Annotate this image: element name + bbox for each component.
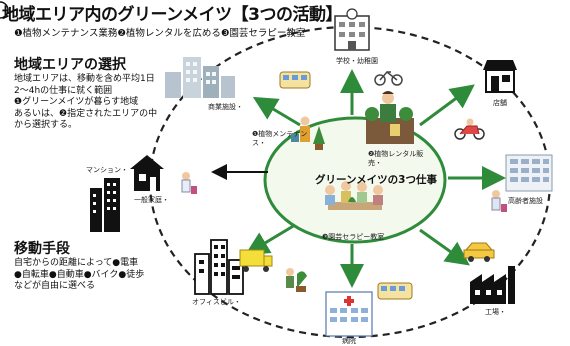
- commercial-building-icon: [165, 57, 235, 98]
- maintenance-icon: [291, 116, 325, 150]
- train-icon-bottom: [377, 282, 413, 300]
- transport-body: 自宅からの距離によって●電車 ●自転車●自動車●バイク●徒歩 などが自由に選べる: [14, 258, 145, 291]
- school-icon: [334, 8, 370, 51]
- factory-label: 工場・: [485, 308, 506, 316]
- activity-3-label: ❸園芸セラピー教室: [322, 233, 385, 241]
- house-icon: [130, 155, 164, 191]
- commercial-label: 商業施設・: [208, 103, 243, 111]
- mansion-label: マンション・: [86, 166, 128, 174]
- factory-icon: [470, 266, 515, 304]
- plant-cart-person-icon: [286, 268, 307, 292]
- walker-icon: [491, 190, 507, 212]
- house-label: 一般家庭・: [134, 196, 169, 204]
- activity-2-label: ❷植物レンタル販 売・: [368, 150, 424, 167]
- office-label: オフィスビル・: [192, 298, 241, 306]
- store-label: 店舗: [493, 99, 507, 107]
- arrow-to-store: [419, 84, 475, 127]
- gardener-icon: [365, 91, 414, 144]
- store-icon: [483, 60, 517, 93]
- elderly-label: 高齢者施設: [508, 197, 543, 205]
- transport-heading: 移動手段: [14, 241, 70, 257]
- center-title: グリーンメイツの3つ仕事: [315, 174, 437, 186]
- hospital-label: 病院: [342, 337, 356, 345]
- hospital-icon: [325, 291, 373, 337]
- car-icon: [463, 242, 495, 262]
- activity-1-label: ❶植物メンテナン ス・: [252, 130, 308, 147]
- title-bullet-icon: [0, 1, 9, 19]
- area-body: 地域エリアは、移動を含め平均1日 2～4hの仕事に就く範囲 ❶グリーンメイツが暮…: [14, 74, 158, 130]
- bicycle-icon: [374, 70, 403, 86]
- motorbike-icon: [454, 118, 485, 140]
- page-title: 地域エリア内のグリーンメイツ【3つの活動】: [2, 5, 342, 25]
- traveler-icon: [181, 172, 197, 194]
- elderly-facility-icon: [505, 154, 553, 192]
- arrow-to-commercial: [252, 96, 301, 127]
- truck-icon: [239, 249, 273, 272]
- office-building-icon: [194, 239, 244, 295]
- arrow-group: [244, 69, 506, 288]
- therapy-group-icon: [325, 181, 383, 210]
- center-ellipse: [263, 116, 447, 244]
- area-heading: 地域エリアの選択: [14, 57, 126, 73]
- page-subtitle: ❶植物メンテナンス業務❷植物レンタルを広める❸園芸セラピー教室: [14, 28, 306, 39]
- mansion-icon: [90, 178, 120, 232]
- arrow-to-office: [244, 223, 296, 256]
- arrow-to-factory: [419, 228, 470, 266]
- train-icon-top: [279, 71, 311, 89]
- school-label: 学校・幼稚園: [336, 57, 378, 65]
